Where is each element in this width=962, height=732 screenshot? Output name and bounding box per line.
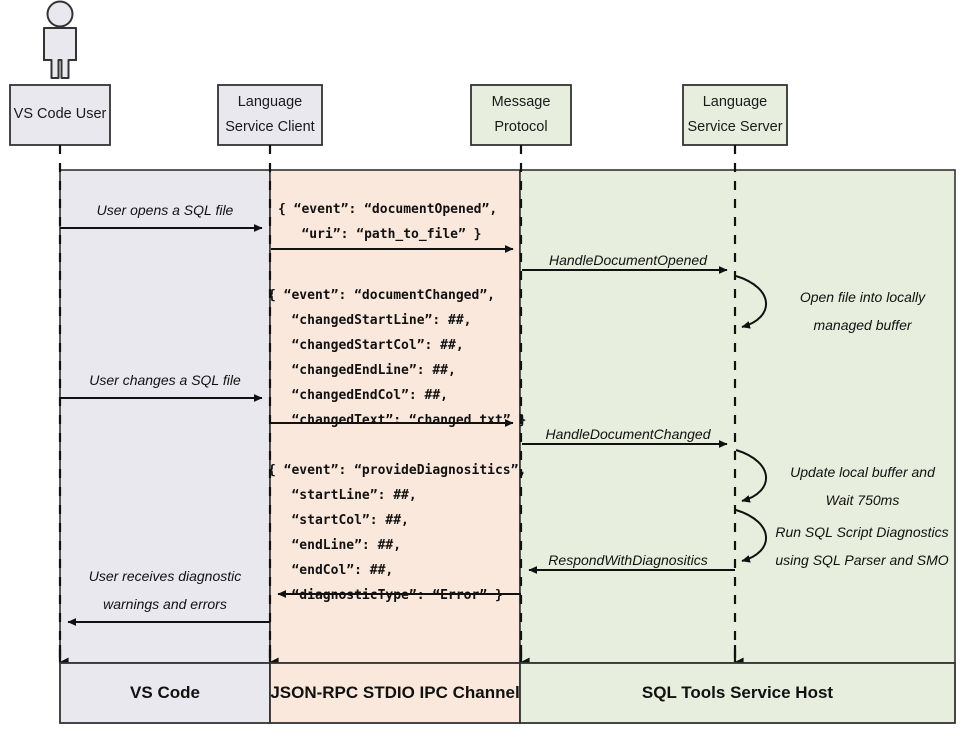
self-note-update-buffer-line1: Update local buffer and: [790, 464, 935, 480]
message-text-user-opens-file: User opens a SQL file: [96, 202, 234, 218]
self-call-loops: [735, 275, 767, 563]
footer-label-service-host: SQL Tools Service Host: [520, 663, 955, 723]
self-note-update-buffer: Update local buffer and Wait 750ms: [770, 458, 955, 514]
message-label-user-changes-file: User changes a SQL file: [60, 366, 270, 394]
self-note-update-buffer-line2: Wait 750ms: [825, 492, 900, 508]
footer-segment-service-host: [519, 662, 956, 724]
footer-bar: [59, 662, 956, 724]
self-note-run-diagnostics-line1: Run SQL Script Diagnostics: [775, 524, 949, 540]
footer-label-ipc: JSON-RPC STDIO IPC Channel: [270, 663, 520, 723]
footer-label-service-host-text: SQL Tools Service Host: [641, 683, 834, 702]
message-label-handle-document-changed: HandleDocumentChanged: [521, 420, 735, 448]
box-language-service-server: [682, 84, 788, 146]
lifeline-terminators: [58, 645, 744, 667]
self-note-run-diagnostics: Run SQL Script Diagnostics using SQL Par…: [763, 518, 961, 574]
message-text-respond-with-diagnostics: RespondWithDiagnositics: [548, 552, 708, 568]
self-note-run-diagnostics-line2: using SQL Parser and SMO: [775, 552, 949, 568]
message-text-user-receives-line1: User receives diagnostic: [88, 568, 242, 584]
message-label-user-receives-diagnostics: User receives diagnostic warnings and er…: [60, 562, 270, 618]
footer-label-vs-code: VS Code: [60, 663, 270, 723]
message-text-user-changes-file: User changes a SQL file: [89, 372, 241, 388]
box-language-service-client: [217, 84, 323, 146]
message-arrows: [60, 224, 735, 626]
box-vs-code-user: [9, 84, 111, 146]
band-service-host: [519, 169, 956, 664]
footer-segment-ipc: [269, 662, 521, 724]
lifelines: [58, 145, 737, 661]
payload-document-changed: { “event”: “documentChanged”, “changedSt…: [268, 288, 527, 428]
box-message-protocol: [470, 84, 572, 146]
band-backgrounds: [59, 169, 956, 664]
band-ipc-channel: [269, 169, 521, 664]
self-loop-update-buffer: [735, 449, 767, 503]
message-text-handle-document-opened: HandleDocumentOpened: [549, 252, 707, 268]
self-note-open-file-line2: managed buffer: [813, 317, 912, 333]
message-label-respond-with-diagnostics: RespondWithDiagnositics: [521, 546, 735, 574]
vs-code-user-actor-icon: [43, 0, 77, 79]
footer-label-ipc-text: JSON-RPC STDIO IPC Channel: [270, 683, 520, 702]
footer-label-vs-code-text: VS Code: [130, 683, 200, 702]
self-note-open-file: Open file into locally managed buffer: [770, 283, 955, 339]
self-loop-run-diagnostics: [735, 509, 767, 563]
message-text-user-receives-line2: warnings and errors: [103, 596, 227, 612]
self-note-open-file-line1: Open file into locally: [799, 289, 926, 305]
participant-boxes: [9, 84, 788, 146]
payload-provide-diagnostics: { “event”: “provideDiagnositics”, “start…: [268, 463, 527, 603]
message-text-handle-document-changed: HandleDocumentChanged: [545, 426, 711, 442]
self-loop-open-file: [735, 275, 767, 329]
message-label-handle-document-opened: HandleDocumentOpened: [521, 246, 735, 274]
band-vs-code: [59, 169, 271, 664]
message-label-user-opens-file: User opens a SQL file: [60, 196, 270, 224]
payload-document-opened: { “event”: “documentOpened”, “uri”: “pat…: [278, 202, 498, 242]
